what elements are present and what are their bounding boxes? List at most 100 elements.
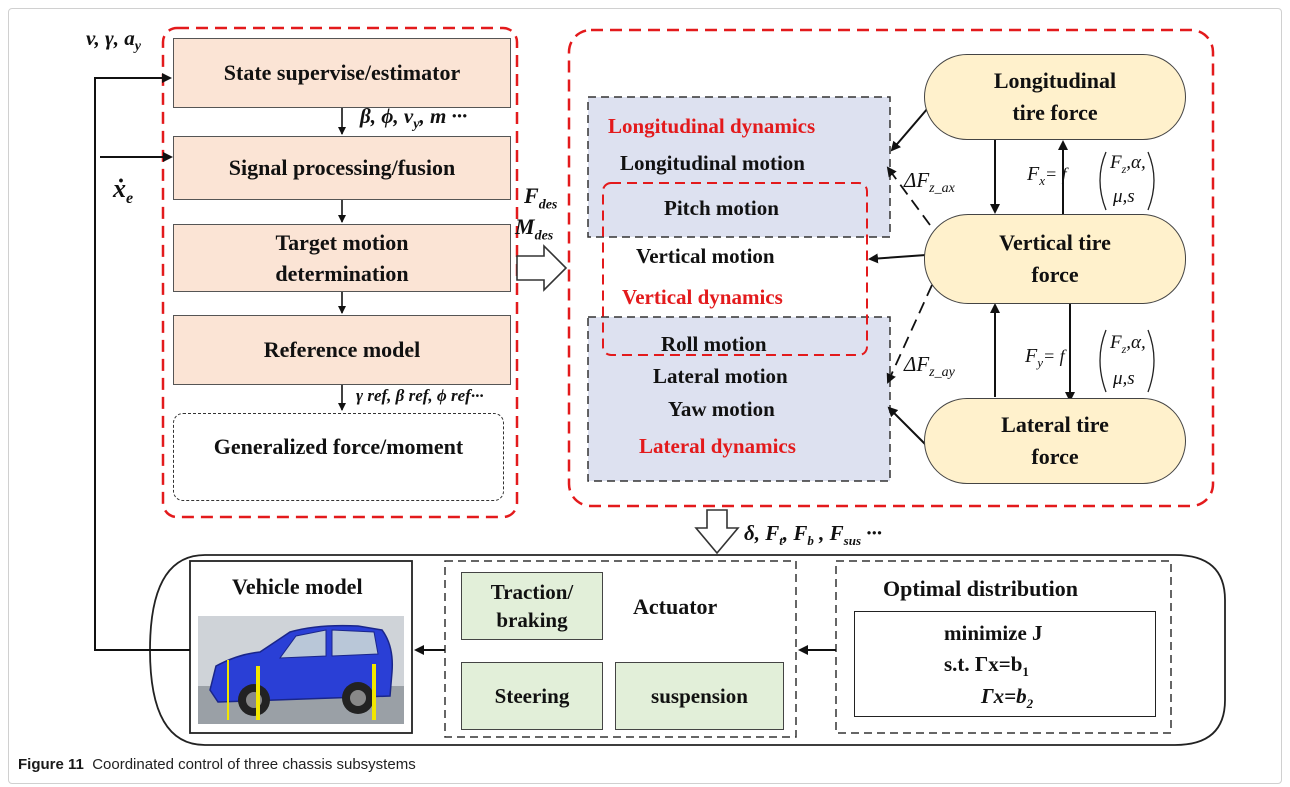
traction-line1: Traction/ [490, 580, 574, 604]
fy-bracket-left [1099, 329, 1107, 393]
fx-args-bottom: μ,s [1113, 186, 1135, 207]
fx-args-top: Fz,α, [1110, 152, 1146, 177]
optimal-distribution-title: Optimal distribution [883, 576, 1078, 601]
vehicle-image [198, 616, 404, 724]
arrow-lat-tire-to-dynamics [887, 406, 927, 446]
delta-fz-ax-text: ΔF [904, 168, 930, 192]
outputs-fsus: , F [813, 521, 844, 545]
longitudinal-tire-line2: tire force [1012, 100, 1098, 125]
feedback-line [94, 73, 190, 651]
estimated-states-label: β, ϕ, vy, m ··· [360, 104, 467, 133]
fx-equation-lhs: Fx= f [1027, 163, 1067, 189]
fy-lhs-text: F [1025, 345, 1038, 367]
rear-wheel-hub [350, 690, 366, 706]
vertical-dynamics-label: Vertical dynamics [622, 285, 783, 309]
minimize-label: minimize J [944, 621, 1043, 645]
outputs-delta-ft: δ, F [744, 521, 780, 545]
f-des-text: F [524, 183, 539, 208]
delta-fz-ay-sub: z_ay [929, 365, 955, 381]
signal-processing-box: Signal processing/fusion [173, 136, 511, 200]
reference-model-box: Reference model [173, 315, 511, 385]
estimated-states-sub: y [413, 117, 420, 133]
constraint1-label: s.t. Γx=b1 [944, 652, 1029, 680]
execution-container [149, 554, 1226, 746]
lateral-dynamics-box [587, 316, 891, 482]
measured-input-text: ẋ [113, 174, 126, 203]
fy-equation-lhs: Fy= f [1025, 345, 1065, 371]
fy-args-top: Fz,α, [1110, 332, 1146, 357]
traction-line2: braking [496, 608, 568, 632]
constraint2-sub: 2 [1026, 696, 1034, 712]
lateral-tire-line2: force [1031, 444, 1079, 469]
constraint2-text: Γx=b [981, 684, 1027, 708]
fy-func: = f [1043, 346, 1065, 366]
lateral-motion-label: Lateral motion [653, 364, 788, 388]
estimated-states-tail: , m ··· [419, 104, 468, 128]
arrow-vertical-tire-to-vertical [868, 253, 927, 264]
lateral-tire-line1: Lateral tire [1001, 412, 1109, 437]
fx-func: = f [1045, 164, 1067, 184]
fy-arg-top-sub: z [1121, 341, 1127, 356]
figure-caption: Figure 11 Coordinated control of three c… [18, 756, 416, 773]
vehicle-window-rear [331, 629, 379, 657]
delta-fz-ax-sub: z_ax [929, 181, 955, 197]
arrow-long-tire-to-dynamics [890, 107, 929, 152]
target-motion-line2: determination [275, 261, 409, 286]
fx-arg-top-text: F [1110, 152, 1122, 173]
longitudinal-tire-line1: Longitudinal [993, 68, 1117, 93]
constraint1-text: s.t. Γx=b [944, 652, 1023, 676]
m-des-label: Mdes [515, 214, 553, 244]
figure-frame [8, 8, 1282, 784]
target-motion-box: Target motion determination [173, 224, 511, 292]
optimization-problem-box [854, 611, 1156, 717]
vertical-dynamics-box [602, 182, 868, 356]
optimal-distribution-box [835, 560, 1172, 734]
roll-motion-label: Roll motion [661, 332, 767, 356]
fy-arg-top-tail: ,α, [1126, 332, 1146, 353]
measured-input-sub: e [126, 190, 134, 208]
suspension-label: suspension [651, 684, 748, 708]
fx-arg-top-tail: ,α, [1126, 152, 1146, 173]
m-des-sub: des [534, 228, 554, 244]
steering-label: Steering [494, 684, 570, 708]
outputs-tail: ··· [861, 521, 883, 545]
constraint1-sub: 1 [1022, 664, 1029, 680]
inputs-label: v, γ, ay [86, 26, 141, 55]
outputs-fb-sub: b [807, 533, 814, 549]
fy-lhs-sub: y [1037, 355, 1043, 370]
traction-braking-box: Traction/ braking [461, 572, 603, 640]
m-des-text: M [515, 214, 535, 239]
fy-arg-top-text: F [1110, 332, 1122, 353]
longitudinal-dynamics-label: Longitudinal dynamics [608, 114, 816, 138]
delta-fz-ax-label: ΔFz_ax [904, 168, 955, 197]
inputs-text: v, γ, a [86, 26, 135, 50]
delta-fz-ay-text: ΔF [904, 352, 930, 376]
fx-lhs-text: F [1027, 163, 1040, 185]
hollow-arrow-right [516, 244, 568, 292]
fx-lhs-sub: x [1039, 173, 1045, 188]
lateral-dynamics-label: Lateral dynamics [639, 434, 796, 458]
vertical-motion-label: Vertical motion [636, 244, 775, 268]
vehicle-window-front [278, 629, 327, 659]
vertical-tire-line1: Vertical tire [999, 230, 1111, 255]
vehicle-model-title: Vehicle model [232, 574, 363, 599]
measured-input-label: ẋe [113, 174, 133, 208]
inputs-sub: y [134, 39, 141, 55]
state-supervise-label: State supervise/estimator [223, 60, 461, 85]
dashed-arrow-pitch-coupling [886, 166, 931, 226]
hollow-arrow-down [694, 509, 740, 555]
yaw-motion-label: Yaw motion [668, 397, 775, 421]
fy-bracket-right [1147, 329, 1155, 393]
outputs-fsus-sub: sus [843, 533, 862, 549]
figure-caption-text: Coordinated control of three chassis sub… [92, 756, 416, 773]
estimated-states-text: β, ϕ, v [360, 104, 414, 128]
constraint2-label: Γx=b2 [981, 684, 1033, 712]
fx-bracket-left [1099, 151, 1107, 211]
f-des-label: Fdes [524, 183, 557, 213]
lateral-tire-force-oval: Lateral tire force [924, 398, 1186, 484]
fx-arg-top-sub: z [1121, 161, 1127, 176]
generalized-force-label: Generalized force/moment [213, 434, 464, 459]
generalized-force-box: Generalized force/moment [173, 413, 504, 501]
actuator-label: Actuator [633, 594, 718, 619]
control-outputs-label: δ, Ft, Fb , Fsus ··· [744, 521, 882, 549]
